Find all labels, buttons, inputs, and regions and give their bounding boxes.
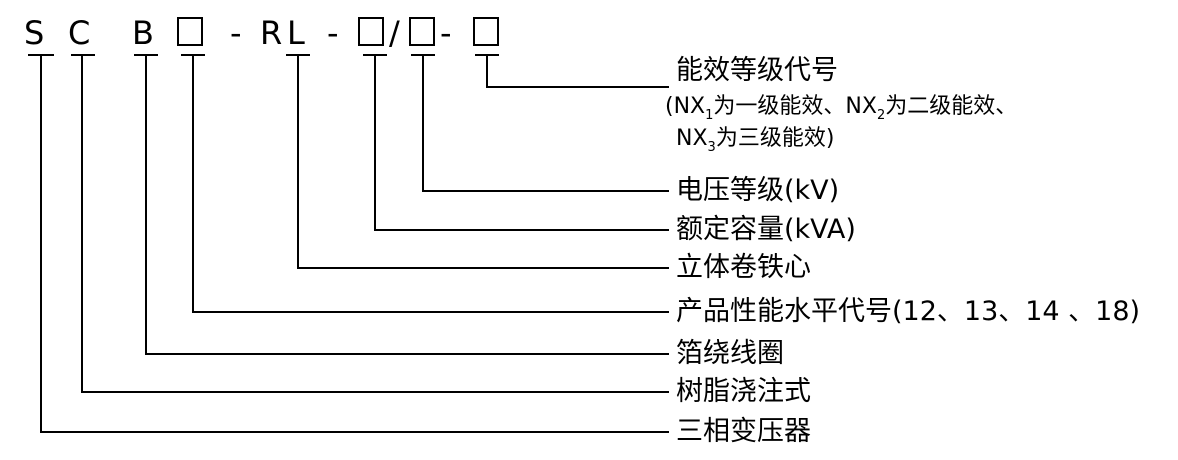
note-line2-tail: 为三级能效) (716, 126, 835, 151)
note-line1-tail: 为二级能效、 (885, 94, 1017, 119)
label-transformer: 三相变压器 (676, 416, 811, 447)
connector-efficiency (486, 55, 669, 88)
code-letter-s: S (24, 14, 44, 52)
note-line1-sub1: 1 (705, 108, 713, 123)
note-line2-head: NX (676, 126, 708, 151)
code-letter-l: L (287, 14, 305, 52)
code-dash-2: - (327, 14, 339, 52)
note-line1-open: (NX (665, 94, 705, 119)
code-letter-b: B (132, 14, 154, 52)
label-efficiency-title: 能效等级代号 (676, 55, 838, 86)
connector-capacity (374, 55, 669, 231)
code-slash: / (389, 14, 400, 52)
label-capacity: 额定容量(kVA) (676, 214, 856, 245)
note-line1-mid1: 为一级能效、NX (713, 94, 877, 119)
connector-transformer (40, 55, 669, 433)
label-performance: 产品性能水平代号(12、13、14 、18) (676, 296, 1140, 327)
connector-voltage (422, 55, 669, 192)
code-box-efficiency (473, 17, 499, 46)
code-box-capacity (358, 17, 384, 46)
label-voltage: 电压等级(kV) (676, 175, 839, 206)
connector-coil (145, 55, 669, 355)
label-resin: 树脂浇注式 (676, 376, 811, 407)
code-dash-3: - (440, 14, 452, 52)
label-efficiency-note-line-2: NX3为三级能效) (676, 126, 834, 155)
connector-resin (81, 55, 669, 393)
note-line2-sub: 3 (708, 140, 716, 155)
code-letter-c: C (68, 14, 90, 52)
code-box-performance (177, 17, 203, 46)
label-efficiency-note-line-1: (NX1为一级能效、NX2为二级能效、 (665, 94, 1017, 123)
label-core: 立体卷铁心 (676, 252, 811, 283)
code-letter-r: R (260, 14, 282, 52)
label-coil: 箔绕线圈 (676, 338, 784, 369)
code-dash-1: - (230, 14, 242, 52)
note-line1-sub2: 2 (877, 108, 885, 123)
connector-core (297, 55, 669, 269)
connector-performance (192, 55, 669, 313)
code-box-voltage (409, 17, 435, 46)
